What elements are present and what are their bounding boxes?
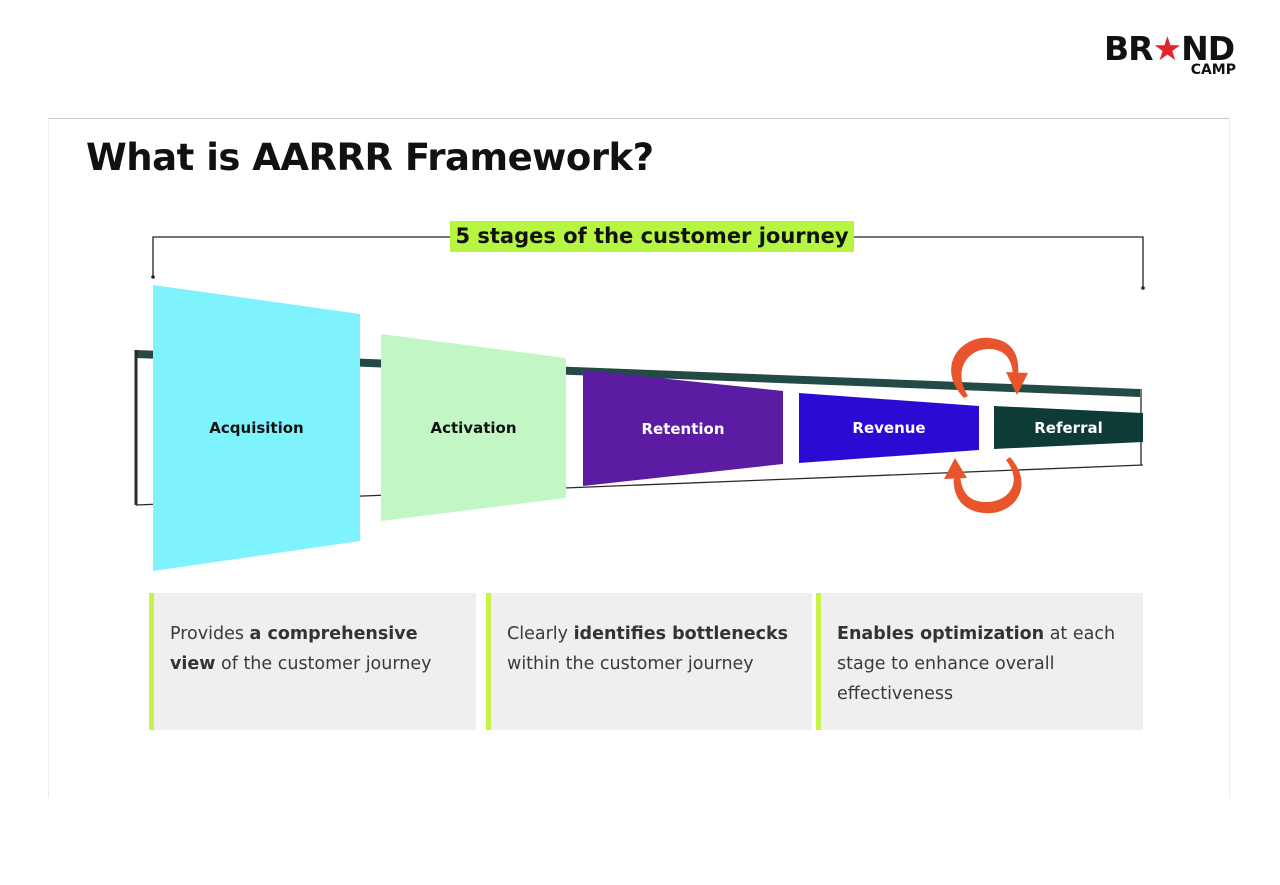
stage-acquisition-shape <box>153 285 360 571</box>
stage-referral-label: Referral <box>1034 419 1103 437</box>
benefit-card-2-highlight: identifies bottlenecks <box>573 624 789 644</box>
bracket-end-right <box>1141 286 1145 290</box>
stage-acquisition-label: Acquisition <box>209 419 304 437</box>
stage-retention-shape <box>583 370 783 486</box>
benefit-card-3: Enables optimization at each stage to en… <box>816 593 1143 730</box>
stages-badge: 5 stages of the customer journey <box>450 221 854 252</box>
brandcamp-logo: BR★ND CAMP <box>1100 30 1240 82</box>
benefit-card-2: Clearly identifies bottlenecks within th… <box>486 593 812 730</box>
benefit-card-3-highlight: Enables optimization <box>837 624 1045 644</box>
logo-subtext: CAMP <box>1190 62 1236 78</box>
benefit-card-1-highlight: a comprehensive view <box>170 624 418 674</box>
stage-referral-shape <box>994 406 1143 449</box>
stage-bracket <box>152 236 1144 288</box>
loop-arrows-icon <box>944 337 1028 514</box>
stage-activation-label: Activation <box>430 419 517 437</box>
stage-retention-label: Retention <box>641 420 725 438</box>
stage-revenue-shape <box>799 393 979 463</box>
page-title: What is AARRR Framework? <box>86 136 654 179</box>
stage-revenue-label: Revenue <box>852 419 926 437</box>
star-icon: ★ <box>1152 29 1183 68</box>
logo-wordmark: BR★ND <box>1104 29 1235 68</box>
stage-activation-shape <box>381 334 566 521</box>
bracket-end-left <box>151 275 155 279</box>
benefit-card-1: Provides a comprehensive view of the cus… <box>149 593 476 730</box>
